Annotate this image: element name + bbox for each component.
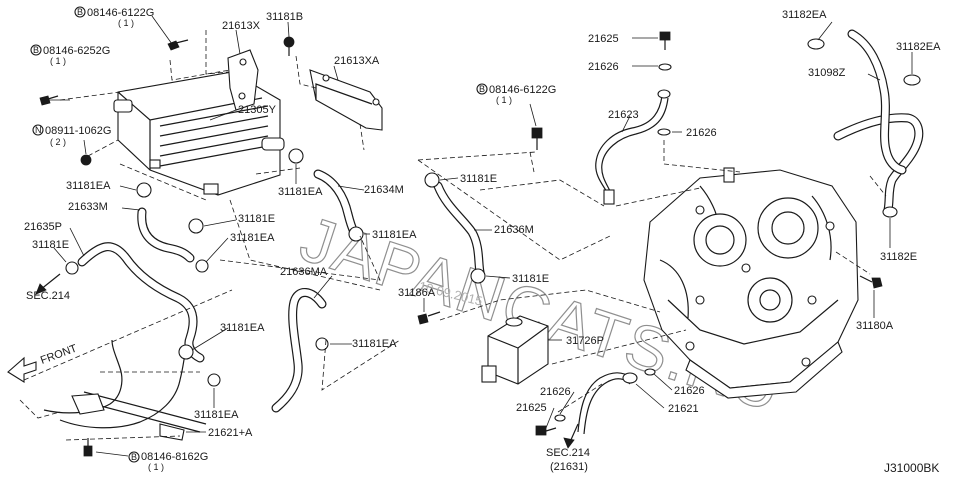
label-31181e-c: 31181E <box>460 173 497 185</box>
hose-21636ma <box>271 288 327 413</box>
clamps-right <box>807 38 921 218</box>
bolt-31181b <box>283 36 295 56</box>
label-21634m: 21634M <box>364 184 404 196</box>
qty-08146-6122g-mid: ( 1 ) <box>496 95 512 105</box>
label-08146-8162g: 08146-8162G <box>141 451 208 463</box>
svg-text:B: B <box>479 84 485 94</box>
label-21626-top: 21626 <box>588 61 619 73</box>
label-08911-1062g: 08911-1062G <box>45 125 111 137</box>
pipe-21623 <box>595 89 671 205</box>
label-31182ea-a: 31182EA <box>782 9 827 21</box>
label-31182e: 31182E <box>880 251 917 263</box>
label-08146-6122g-mid: 08146-6122G <box>489 84 556 96</box>
svg-text:B: B <box>131 452 137 462</box>
label-21623: 21623 <box>608 109 639 121</box>
label-31181e-d: 31181E <box>512 273 549 285</box>
label-31181ea-a: 31181EA <box>66 180 111 192</box>
label-31181ea-b: 31181EA <box>230 232 275 244</box>
label-21626-low: 21626 <box>540 386 571 398</box>
label-31181ea-d: 31181EA <box>372 229 417 241</box>
hose-21635p <box>77 242 205 363</box>
label-21636ma: 21636MA <box>280 266 328 278</box>
washer-21626-mid <box>657 128 671 136</box>
sec-214-arrow-lower-icon <box>563 423 579 449</box>
label-31181b: 31181B <box>266 11 303 23</box>
hose-21633m <box>137 207 195 263</box>
label-31181e-b: 31181E <box>238 213 275 225</box>
front-label: FRONT <box>39 342 79 366</box>
label-31181ea-c: 31181EA <box>278 186 323 198</box>
label-31726p: 31726P <box>566 335 604 347</box>
bolt-08146-8162g <box>83 438 93 457</box>
washer-21626-low <box>554 414 566 422</box>
transmission-case <box>643 167 859 399</box>
oil-cooler-21305y <box>113 71 285 196</box>
qty-08146-8162g: ( 1 ) <box>148 462 164 472</box>
qty-08911-1062g: ( 2 ) <box>50 137 66 147</box>
pipe-21621 <box>577 368 656 435</box>
label-08146-6252g: 08146-6252G <box>43 45 110 57</box>
hose-21636m <box>433 181 485 277</box>
circle-n-marker: N <box>32 124 44 136</box>
bolt-21625-top <box>659 31 671 50</box>
bolt-31186a <box>417 311 441 325</box>
label-08146-6122g-top: 08146-6122G <box>87 7 154 19</box>
svg-text:B: B <box>77 7 83 17</box>
guide-lines <box>19 30 887 441</box>
label-sec214-b-ref: (21631) <box>550 461 588 473</box>
circle-b-marker-4: B <box>128 451 140 463</box>
circle-b-marker-3: B <box>476 83 488 95</box>
label-31182ea-b: 31182EA <box>896 41 941 53</box>
svg-text:B: B <box>33 45 39 55</box>
label-21613xa: 21613XA <box>334 55 380 67</box>
tube-21621a <box>43 339 207 441</box>
bolt-21625-low <box>535 425 557 436</box>
label-21626-mid: 21626 <box>686 127 717 139</box>
label-21636m: 21636M <box>494 224 534 236</box>
front-arrow-icon <box>7 356 37 383</box>
label-21613x: 21613X <box>222 20 261 32</box>
label-21621: 21621 <box>668 403 699 415</box>
nut-08911-1062g <box>80 154 92 166</box>
label-31098z: 31098Z <box>808 67 846 79</box>
label-31180a: 31180A <box>856 320 894 332</box>
label-21625-top: 21625 <box>588 33 619 45</box>
label-21633m: 21633M <box>68 201 108 213</box>
hose-31098z <box>833 29 924 215</box>
bolt-08146-6122g-mid <box>531 127 543 150</box>
svg-text:N: N <box>35 125 42 135</box>
clamps-left <box>65 148 486 387</box>
circle-b-marker-2: B <box>30 44 42 56</box>
label-31181ea-e: 31181EA <box>220 322 265 334</box>
bolt-08146-6122g-top <box>167 39 189 51</box>
bolt-31180a <box>859 275 883 289</box>
bracket-21613xa <box>309 69 383 131</box>
qty-08146-6122g-top: ( 1 ) <box>118 18 134 28</box>
strainer-31726p <box>481 315 549 385</box>
label-21305y: 21305Y <box>238 104 277 116</box>
label-31181ea-g: 31181EA <box>194 409 239 421</box>
label-31186a: 31186A <box>398 287 436 299</box>
diagram-code: J31000BK <box>884 461 939 475</box>
label-21625-low: 21625 <box>516 402 547 414</box>
circle-b-marker-1: B <box>74 6 86 18</box>
bracket-21613x <box>227 49 259 111</box>
label-31181ea-f: 31181EA <box>352 338 397 350</box>
label-sec214-b: SEC.214 <box>546 447 590 459</box>
label-21621a: 21621+A <box>208 427 253 439</box>
qty-08146-6252g: ( 1 ) <box>50 56 66 66</box>
label-21626-right: 21626 <box>674 385 705 397</box>
leader-lines <box>48 15 913 457</box>
label-21635p: 21635P <box>24 221 62 233</box>
bolt-08146-6252g <box>39 95 59 106</box>
sec-214-arrow-left-icon <box>35 273 61 295</box>
label-sec214-a: SEC.214 <box>26 290 70 302</box>
label-31181e-a: 31181E <box>32 239 69 251</box>
washer-21626-top <box>658 63 672 71</box>
